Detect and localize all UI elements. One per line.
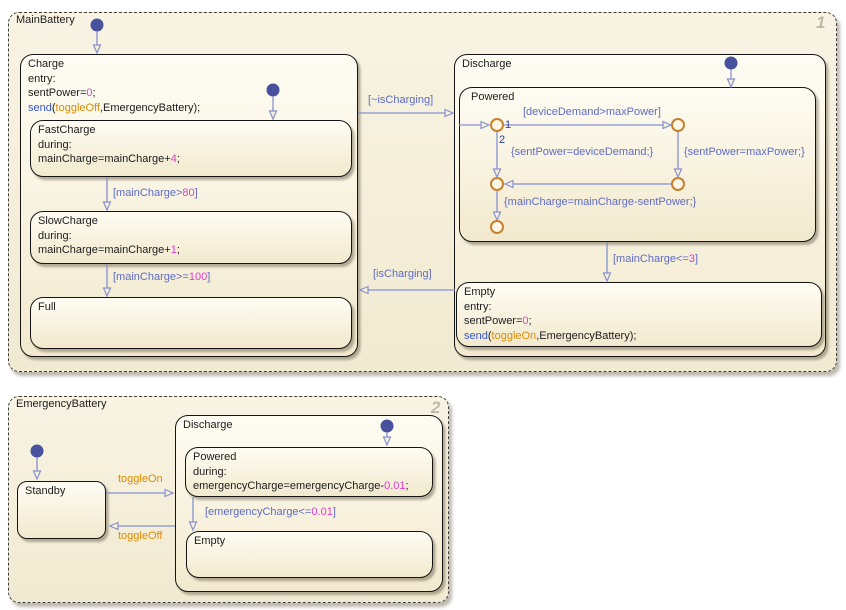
state-emergency-powered[interactable]: Powered during: emergencyCharge=emergenc… (185, 447, 433, 497)
transition-priority-2[interactable]: 2 (499, 134, 506, 146)
state-charge-title: Charge (28, 58, 65, 70)
state-emergency-powered-action: emergencyCharge=emergencyCharge-0.01; (193, 480, 409, 492)
emergency-battery-title: EmergencyBattery (16, 398, 107, 410)
emergency-battery-badge: 2 (431, 398, 441, 417)
state-emergency-powered-during-label: during: (193, 465, 227, 478)
state-empty-action-1: sentPower=0; (464, 315, 532, 327)
main-battery-title: MainBattery (16, 14, 75, 26)
state-slow-charge-action: mainCharge=mainCharge+1; (38, 244, 180, 256)
transition-label-emergencycharge-le-001[interactable]: [emergencyCharge<=0.01] (205, 506, 336, 518)
transition-label-is-charging[interactable]: [isCharging] (373, 268, 432, 280)
transition-label-maincharge-gt-80[interactable]: [mainCharge>80] (113, 187, 198, 199)
transition-label-maincharge-ge-100[interactable]: [mainCharge>=100] (113, 271, 211, 283)
state-standby-title: Standby (25, 485, 66, 497)
state-full[interactable]: Full (30, 297, 352, 349)
state-emergency-empty[interactable]: Empty (186, 531, 433, 578)
state-standby[interactable]: Standby (17, 481, 106, 539)
transition-label-toggle-on[interactable]: toggleOn (118, 473, 163, 485)
transition-label-toggle-off[interactable]: toggleOff (118, 530, 163, 542)
state-fast-charge[interactable]: FastCharge during: mainCharge=mainCharge… (30, 120, 352, 177)
state-fast-charge-title: FastCharge (38, 124, 96, 136)
state-empty[interactable]: Empty entry: sentPower=0; send(toggleOn,… (456, 282, 822, 347)
transition-label-device-demand[interactable]: [deviceDemand>maxPower] (523, 106, 661, 118)
transition-label-sentpower-devicedemand[interactable]: {sentPower=deviceDemand;} (511, 146, 654, 158)
transition-label-sentpower-maxpower[interactable]: {sentPower=maxPower;} (684, 146, 805, 158)
state-empty-entry-label: entry: (464, 300, 492, 313)
state-powered[interactable]: Powered (459, 87, 816, 242)
state-charge-action-1: sentPower=0; (28, 87, 96, 99)
transition-priority-1[interactable]: 1 (505, 119, 512, 131)
state-full-title: Full (38, 301, 56, 313)
state-emergency-empty-title: Empty (194, 535, 226, 547)
state-charge-entry-label: entry: (28, 72, 56, 85)
transition-label-not-charging[interactable]: [~isCharging] (368, 94, 434, 106)
transition-label-maincharge-le-3[interactable]: [mainCharge<=3] (613, 253, 699, 265)
state-discharge-title: Discharge (462, 58, 512, 70)
state-empty-title: Empty (464, 286, 496, 298)
state-emergency-discharge-title: Discharge (183, 419, 233, 431)
state-fast-charge-during-label: during: (38, 138, 72, 151)
state-slow-charge[interactable]: SlowCharge during: mainCharge=mainCharge… (30, 211, 352, 264)
state-fast-charge-action: mainCharge=mainCharge+4; (38, 153, 180, 165)
state-emergency-powered-title: Powered (193, 451, 237, 463)
transition-label-maincharge-minus-sentpower[interactable]: {mainCharge=mainCharge-sentPower;} (504, 196, 697, 208)
state-slow-charge-title: SlowCharge (38, 215, 98, 227)
main-battery-badge: 1 (816, 13, 826, 32)
state-charge-action-2: send(toggleOff,EmergencyBattery); (28, 101, 201, 114)
state-empty-action-2: send(toggleOn,EmergencyBattery); (464, 329, 637, 342)
state-slow-charge-during-label: during: (38, 229, 72, 242)
state-powered-title: Powered (471, 91, 515, 103)
